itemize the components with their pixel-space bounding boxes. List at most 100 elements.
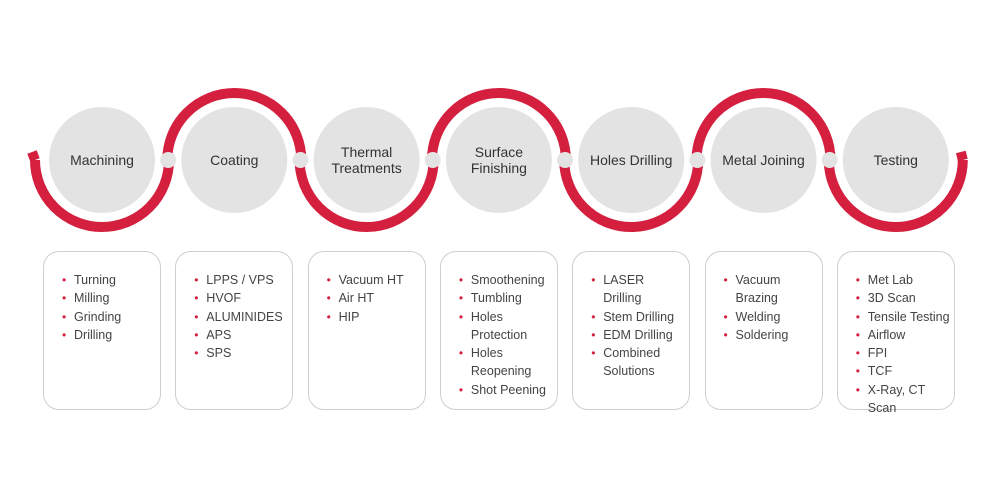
card-list-item: • Airflow: [856, 326, 950, 344]
bullet-icon: •: [591, 273, 596, 287]
bullet-icon: •: [458, 346, 464, 361]
card-list: •Smoothening•Tumbling•Holes Protection•H…: [441, 252, 557, 399]
card-item-text: Combined Solutions: [603, 346, 661, 379]
card-item-text: Grinding: [74, 309, 122, 324]
card-list-item: •Tumbling: [459, 289, 553, 307]
card-item-text: X-Ray, CT Scan: [867, 382, 925, 416]
bullet-icon: •: [855, 309, 860, 324]
stage-title: Holes Drilling: [589, 152, 673, 168]
bullet-icon: •: [855, 291, 860, 306]
card-list-item: • Tensile Testing: [856, 308, 950, 326]
card-list-item: •Met Lab: [856, 271, 950, 289]
card-list-item: •Drilling: [62, 326, 156, 344]
bullet-icon: •: [458, 291, 464, 306]
card-list-item: •Stem Drilling: [591, 308, 685, 326]
connector-dot: [821, 152, 838, 168]
card-list: •Vacuum Brazing•Welding•Soldering: [706, 252, 822, 344]
bullet-icon: •: [855, 364, 860, 379]
card-item-text: APS: [206, 327, 232, 342]
card-item-text: Holes Reopening: [470, 346, 532, 379]
stage-node-7: [842, 107, 949, 213]
bullet-icon: •: [591, 309, 596, 324]
stage-card: •Vacuum Brazing•Welding•Soldering: [704, 251, 823, 410]
connector-dot: [160, 152, 177, 168]
card-item-text: Air HT: [338, 291, 375, 306]
stage-card: •Smoothening•Tumbling•Holes Protection•H…: [439, 251, 558, 410]
connector-dot: [557, 152, 574, 168]
card-list-item: • Holes Reopening: [459, 344, 553, 381]
arc-2: [162, 88, 307, 161]
connector-dot: [424, 152, 441, 168]
process-chain: [27, 88, 968, 232]
card-list-item: • TCF: [856, 362, 950, 380]
card-item-text: LPPS / VPS: [206, 273, 274, 287]
bullet-icon: •: [194, 273, 199, 287]
card-list-item: •Turning: [62, 271, 156, 289]
arc-1: [30, 159, 174, 232]
stage-card: •LASER Drilling•Stem Drilling•EDM Drilli…: [572, 251, 691, 410]
stage-title: Surface Finishing: [470, 144, 527, 176]
bullet-icon: •: [723, 327, 728, 342]
card-item-text: TCF: [867, 364, 893, 379]
card-item-text: HIP: [338, 309, 360, 324]
stage-node-3: [313, 107, 420, 213]
card-list-item: •3D Scan: [856, 289, 950, 307]
card-item-text: Smoothening: [470, 273, 545, 287]
bullet-icon: •: [723, 309, 728, 324]
card-list-item: •Vacuum Brazing: [724, 271, 818, 308]
card-list-item: •Air HT: [327, 289, 421, 307]
bullet-icon: •: [855, 327, 860, 342]
card-list-item: •Shot Peening: [459, 381, 553, 399]
stage-card: •Turning•Milling•Grinding•Drilling: [43, 251, 161, 410]
card-item-text: Met Lab: [867, 273, 913, 287]
stage-node-1: [49, 107, 155, 213]
card-list: •Turning•Milling•Grinding•Drilling: [44, 252, 160, 344]
stage-node-5: [578, 107, 685, 213]
stage-title: Metal Joining: [722, 152, 805, 168]
stage-card: •Met Lab•3D Scan•Tensile Testing•Airflow…: [836, 251, 955, 415]
card-list: •LPPS / VPS•HVOF•ALUMINIDES•APS•SPS: [176, 252, 292, 362]
connector-dot: [292, 152, 309, 168]
bullet-icon: •: [723, 273, 728, 287]
stage-card: • Vacuum HT •Air HT • HIP: [307, 251, 426, 410]
card-list-item: •Milling: [62, 289, 156, 307]
card-list-item: •Grinding: [62, 308, 156, 326]
card-item-text: SPS: [206, 346, 232, 361]
arc-6: [691, 88, 836, 161]
card-item-text: Vacuum HT: [338, 273, 404, 287]
card-item-text: LASER Drilling: [603, 273, 645, 306]
arc-3: [294, 159, 439, 232]
stage-title: Thermal Treatments: [331, 144, 402, 176]
card-list-item: • Soldering: [724, 326, 818, 344]
card-list-item: • SPS: [194, 344, 288, 362]
card-item-text: EDM Drilling: [603, 327, 673, 342]
card-item-text: Holes Protection: [470, 309, 528, 342]
card-list-item: •EDM Drilling: [591, 326, 685, 344]
card-item-text: HVOF: [206, 291, 242, 306]
card-list: •LASER Drilling•Stem Drilling•EDM Drilli…: [573, 252, 689, 381]
bullet-icon: •: [194, 327, 199, 342]
stage-node-4: [445, 107, 552, 213]
card-item-text: Tensile Testing: [867, 309, 950, 324]
bullet-icon: •: [194, 346, 199, 361]
bullet-icon: •: [62, 273, 67, 287]
bullet-icon: •: [458, 309, 464, 324]
stage-node-2: [181, 107, 288, 213]
bullet-icon: •: [194, 291, 199, 306]
card-item-text: Soldering: [735, 327, 789, 342]
card-list-item: • Vacuum HT: [327, 271, 421, 289]
stage-title: Testing: [873, 152, 918, 168]
card-item-text: Milling: [74, 291, 110, 306]
chain-end-hook: [955, 150, 968, 162]
bullet-icon: •: [855, 346, 860, 361]
connector-dot: [689, 152, 706, 168]
card-list-item: • Holes Protection: [459, 308, 553, 345]
bullet-icon: •: [326, 309, 331, 324]
card-item-text: Airflow: [867, 327, 906, 342]
bullet-icon: •: [326, 273, 331, 287]
card-list-item: •ALUMINIDES: [194, 308, 288, 326]
card-item-text: Shot Peening: [470, 382, 546, 397]
card-list-item: •Combined Solutions: [591, 344, 685, 381]
card-list-item: • LASER Drilling: [591, 271, 685, 308]
card-list: • Vacuum HT •Air HT • HIP: [309, 252, 425, 326]
